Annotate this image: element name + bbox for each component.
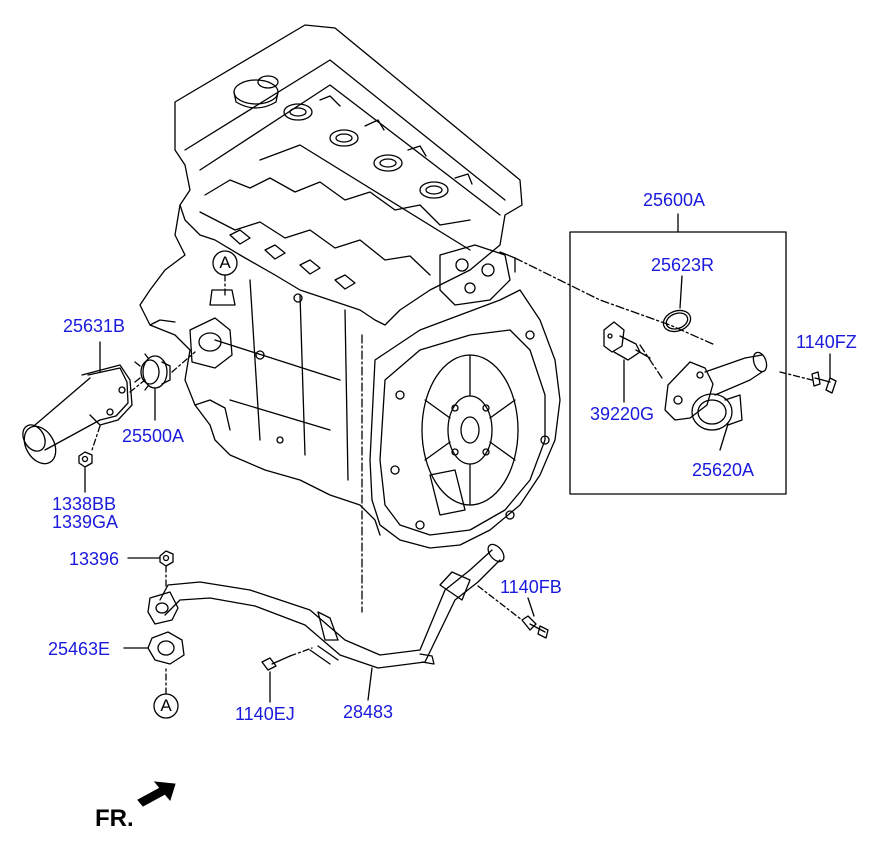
- callout-a-bottom: A: [160, 696, 172, 715]
- label-25620a[interactable]: 25620A: [692, 460, 755, 480]
- label-1140fb[interactable]: 1140FB: [500, 577, 562, 597]
- thermostat-housing: [22, 364, 133, 465]
- label-13396[interactable]: 13396: [69, 549, 120, 569]
- front-direction-label: FR.: [95, 805, 134, 832]
- label-25631b[interactable]: 25631B: [63, 316, 126, 336]
- label-25623r[interactable]: 25623R: [651, 255, 715, 275]
- bolt-1140ej: [261, 655, 291, 671]
- o-ring: [662, 309, 692, 333]
- callout-a-top: A: [219, 253, 231, 272]
- thermostat: [134, 353, 171, 391]
- label-25463e[interactable]: 25463E: [48, 639, 111, 659]
- label-1339ga[interactable]: 1339GA: [52, 512, 119, 532]
- engine-assembly: [139, 24, 561, 549]
- bolt-1140fb: [521, 615, 549, 639]
- label-1338bb[interactable]: 1338BB: [52, 494, 117, 514]
- front-arrow-icon: [137, 781, 176, 807]
- water-pipe: [147, 543, 505, 669]
- temperature-sensor: [603, 321, 651, 361]
- water-outlet-fitting: [664, 351, 768, 431]
- bolt-1140fz: [811, 371, 837, 394]
- nut-1338bb: [78, 451, 93, 468]
- label-39220g[interactable]: 39220G: [590, 404, 655, 424]
- gasket: [147, 631, 185, 665]
- label-1140fz[interactable]: 1140FZ: [796, 332, 857, 352]
- label-28483[interactable]: 28483: [343, 702, 394, 722]
- label-1140ej[interactable]: 1140EJ: [235, 704, 295, 724]
- label-25500a[interactable]: 25500A: [122, 426, 185, 446]
- label-25600a[interactable]: 25600A: [643, 190, 706, 210]
- nut-13396: [159, 550, 174, 567]
